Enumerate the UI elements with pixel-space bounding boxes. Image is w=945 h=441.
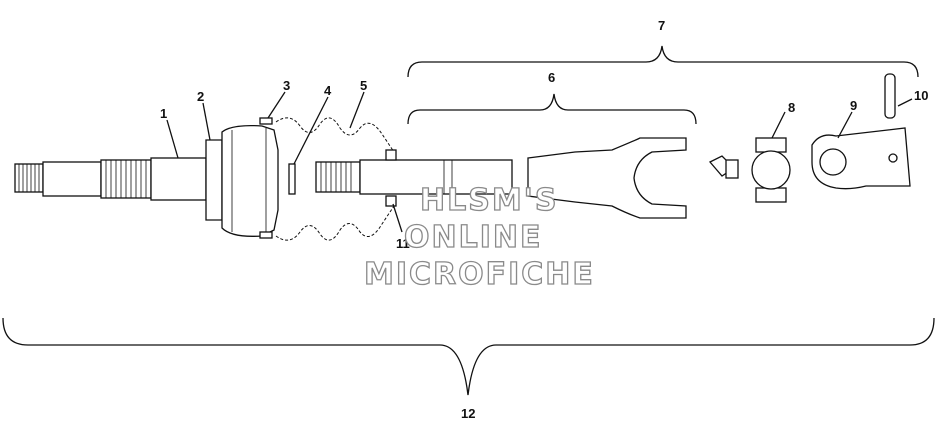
cv-boot	[275, 117, 395, 241]
watermark-line-1: HLSM'S	[420, 183, 558, 218]
callout-10: 10	[914, 88, 928, 103]
roll-pin	[884, 73, 896, 119]
yoke-arm	[811, 127, 911, 190]
leader-lines	[166, 91, 913, 233]
callout-5: 5	[360, 78, 367, 93]
bracket-6	[407, 93, 697, 125]
callout-12: 12	[461, 406, 475, 421]
callout-9: 9	[850, 98, 857, 113]
callout-6: 6	[548, 70, 555, 85]
drive-shaft-yoke	[315, 137, 687, 219]
callout-4: 4	[324, 83, 332, 98]
watermark-line-2: ONLINE	[404, 220, 543, 255]
callout-7: 7	[658, 18, 665, 33]
callout-1: 1	[160, 106, 167, 121]
watermark-line-3: MICROFICHE	[364, 257, 595, 292]
axle-shaft	[14, 157, 207, 201]
boot-clamp	[259, 117, 273, 239]
bracket-7	[407, 45, 919, 78]
watermark: HLSM'S ONLINE MICROFICHE	[363, 182, 595, 292]
callout-8: 8	[788, 100, 795, 115]
cv-joint-housing	[205, 124, 279, 237]
callouts: 1 2 3 4 5 6 7 8 9 10 11 12	[160, 18, 928, 421]
snap-ring	[288, 163, 296, 195]
callout-3: 3	[283, 78, 290, 93]
callout-11: 11	[396, 236, 410, 251]
callout-2: 2	[197, 89, 204, 104]
universal-joint	[708, 137, 791, 203]
bracket-12	[2, 317, 935, 396]
